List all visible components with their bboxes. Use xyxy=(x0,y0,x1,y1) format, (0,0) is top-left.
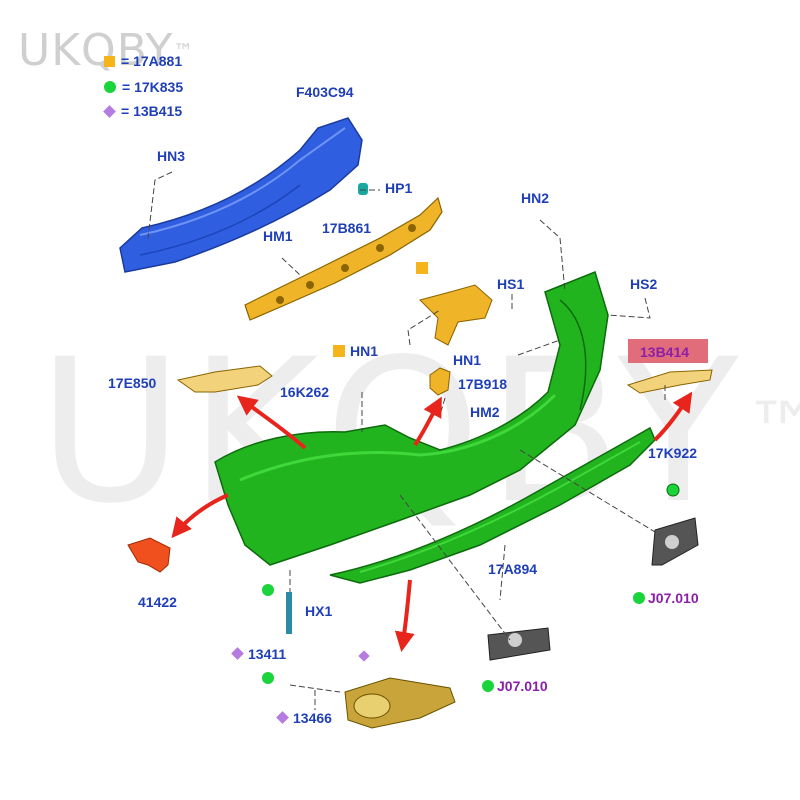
label-j07010-right: J07.010 xyxy=(633,590,699,606)
side-bracket-left-part xyxy=(176,365,273,393)
label-hx1: HX1 xyxy=(305,603,333,619)
fastener-circle-icon xyxy=(262,584,274,596)
circle-icon xyxy=(482,680,494,692)
circle-icon xyxy=(104,81,116,93)
diamond-icon xyxy=(276,711,289,724)
label-hm1: HM1 xyxy=(263,228,293,244)
label-hs1: HS1 xyxy=(497,276,525,292)
red-arrows xyxy=(171,391,693,652)
reflector-right-part xyxy=(626,369,713,394)
fastener-circle-icon xyxy=(262,672,274,684)
circle-icon xyxy=(633,592,645,604)
pin-hx1-part xyxy=(286,592,292,634)
diamond-icon xyxy=(231,647,244,660)
legend-text: = 17K835 xyxy=(122,79,184,95)
center-bracket-part xyxy=(416,262,493,346)
fastener-diamond-icon xyxy=(358,650,370,662)
part-41422-shape xyxy=(127,537,171,573)
label-17b861: 17B861 xyxy=(322,220,372,236)
label-17k922: 17K922 xyxy=(648,445,698,461)
square-icon xyxy=(104,55,115,67)
label-17e850: 17E850 xyxy=(108,375,157,391)
upper-bracket-part xyxy=(244,196,443,321)
label-hp1: HP1 xyxy=(385,180,413,196)
label-13411: 13411 xyxy=(231,646,286,662)
label-hn1-upper: HN1 xyxy=(350,343,379,359)
highlight-13b414 xyxy=(628,339,708,363)
bumper-cover-part xyxy=(214,270,656,584)
legend-text: = 13B415 xyxy=(121,103,183,119)
legend-text: = 17A881 xyxy=(121,53,183,69)
clip-hp1-part xyxy=(358,183,368,195)
diamond-icon xyxy=(103,104,116,118)
small-bracket-part xyxy=(429,367,451,396)
label-j07010-center: J07.010 xyxy=(482,678,548,694)
clip-17k922-part xyxy=(666,483,680,497)
fastener-square-icon xyxy=(333,345,345,357)
label-hn3: HN3 xyxy=(157,148,186,164)
legend-item-square: = 17A881 xyxy=(104,52,182,70)
label-17a894: 17A894 xyxy=(488,561,538,577)
label-16k262: 16K262 xyxy=(280,384,330,400)
label-f403c94: F403C94 xyxy=(296,84,354,100)
label-hn2: HN2 xyxy=(521,190,550,206)
label-hm2: HM2 xyxy=(470,404,500,420)
label-17b918: 17B918 xyxy=(458,376,508,392)
leader-lines xyxy=(147,171,666,710)
label-13466: 13466 xyxy=(276,710,332,726)
label-hs2: HS2 xyxy=(630,276,658,292)
watermark-logo: UKQBY™ xyxy=(18,25,195,76)
legend-item-diamond: = 13B415 xyxy=(103,102,183,120)
label-41422: 41422 xyxy=(138,594,177,610)
legend-item-circle: = 17K835 xyxy=(104,78,183,96)
label-13b414: 13B414 xyxy=(640,344,690,360)
impact-beam-part xyxy=(119,117,363,273)
label-hn1-lower: HN1 xyxy=(453,352,482,368)
